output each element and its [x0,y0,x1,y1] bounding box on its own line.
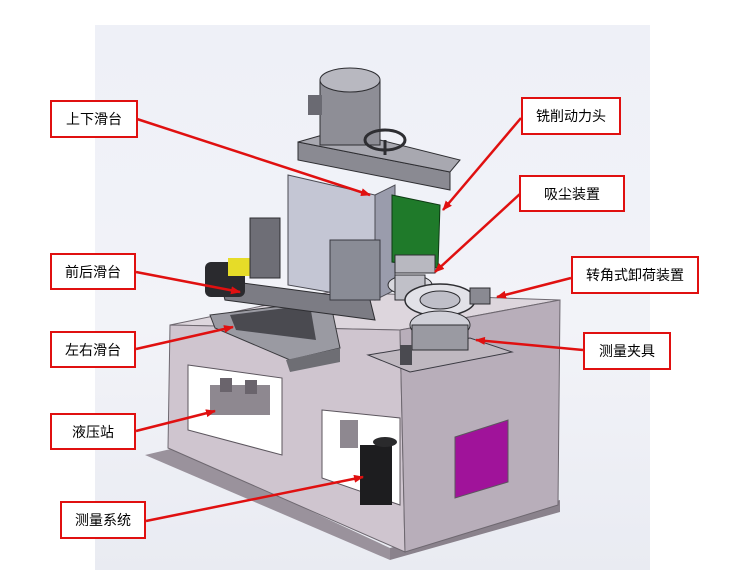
measuring-fixture [366,310,514,373]
side-window [454,419,509,499]
column-assembly [287,174,396,301]
arrow-hydraulic-station [135,409,216,433]
callout-hydraulic-station: 液压站 [50,413,136,450]
callout-milling-head: 铣削动力头 [521,97,621,135]
callout-arrows [135,117,584,523]
callout-front-back-slide: 前后滑台 [50,253,136,290]
rotary-unloading-device [404,283,491,317]
arrow-measuring-system [145,474,364,523]
arrow-measuring-fixture [475,336,584,352]
arrow-dust-collector [434,192,522,273]
milling-power-head [391,194,441,274]
arrow-rotary-unloading [496,276,572,299]
arrow-milling-head [442,117,522,211]
callout-dust-collector: 吸尘装置 [519,175,625,212]
callout-up-down-slide: 上下滑台 [50,100,138,138]
hydraulic-opening [187,364,283,456]
callout-measuring-fixture: 测量夹具 [583,332,671,370]
arrow-up-down-slide [136,117,371,197]
arrow-left-right-slide [135,325,234,351]
callout-measuring-system: 测量系统 [60,501,146,539]
callout-left-right-slide: 左右滑台 [50,331,136,368]
callout-rotary-unloading: 转角式卸荷装置 [571,256,699,294]
measuring-opening [321,409,401,506]
handwheel [363,128,407,155]
left-right-slide-assembly [209,299,341,372]
arrow-front-back-slide [135,270,241,295]
